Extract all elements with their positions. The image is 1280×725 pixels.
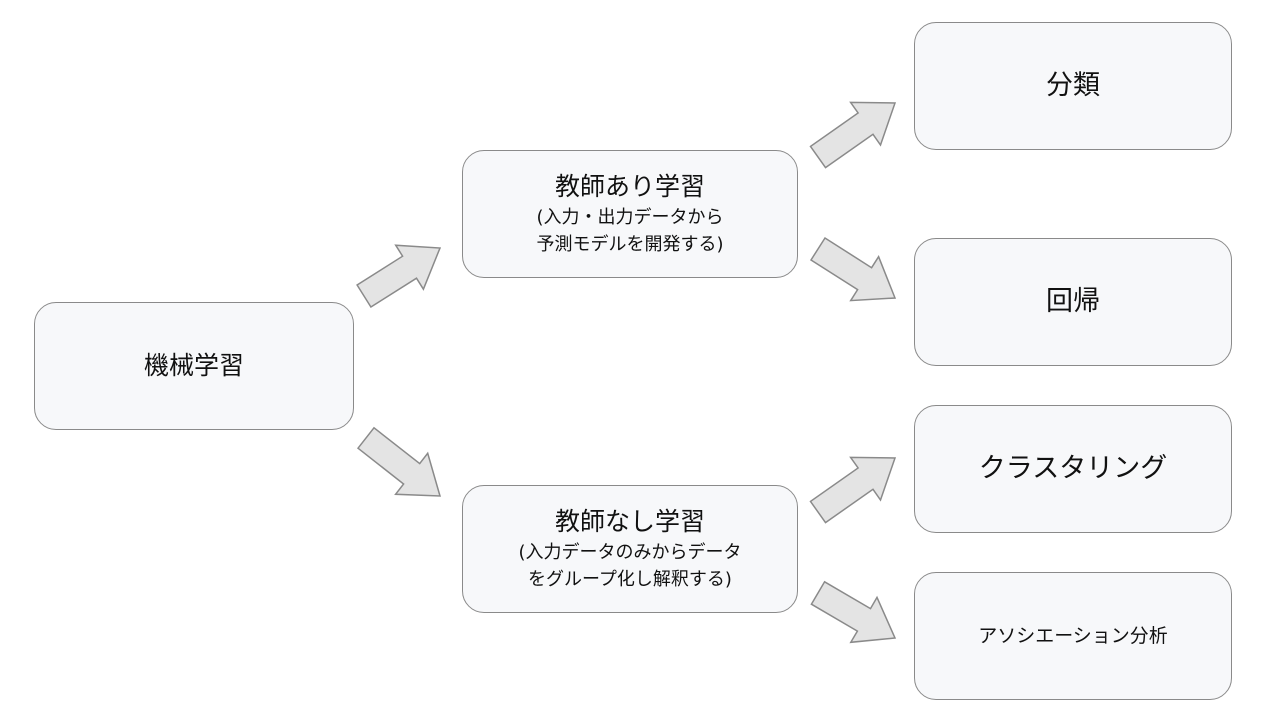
arrow-supervised-to-regression <box>809 236 897 302</box>
node-association-analysis: アソシエーション分析 <box>914 572 1232 700</box>
node-machine-learning-label: 機械学習 <box>143 351 244 380</box>
node-classification: 分類 <box>914 22 1232 150</box>
node-unsupervised-learning-desc-line2: をグループ化し解釈する) <box>528 569 732 590</box>
node-supervised-learning-desc-line1: (入力・出力データから <box>536 207 724 228</box>
node-unsupervised-learning-desc-line1: (入力データのみからデータ <box>518 542 742 563</box>
node-regression-label: 回帰 <box>1046 286 1100 317</box>
arrow-unsupervised-to-clustering <box>809 456 897 524</box>
arrow-ml-to-supervised <box>356 244 442 309</box>
node-machine-learning: 機械学習 <box>34 302 354 430</box>
node-regression: 回帰 <box>914 238 1232 366</box>
arrow-unsupervised-to-association <box>810 580 897 644</box>
node-unsupervised-learning: 教師なし学習 (入力データのみからデータ をグループ化し解釈する) <box>462 485 798 613</box>
node-unsupervised-learning-title: 教師なし学習 <box>554 507 705 536</box>
node-clustering: クラスタリング <box>914 405 1232 533</box>
node-classification-label: 分類 <box>1046 70 1100 101</box>
node-supervised-learning-title: 教師あり学習 <box>554 172 705 201</box>
node-association-analysis-label: アソシエーション分析 <box>978 625 1168 647</box>
arrow-supervised-to-classification <box>809 101 897 169</box>
node-supervised-learning: 教師あり学習 (入力・出力データから 予測モデルを開発する) <box>462 150 798 278</box>
node-supervised-learning-desc-line2: 予測モデルを開発する) <box>536 234 724 255</box>
arrow-ml-to-unsupervised <box>356 426 442 497</box>
node-clustering-label: クラスタリング <box>978 453 1168 484</box>
